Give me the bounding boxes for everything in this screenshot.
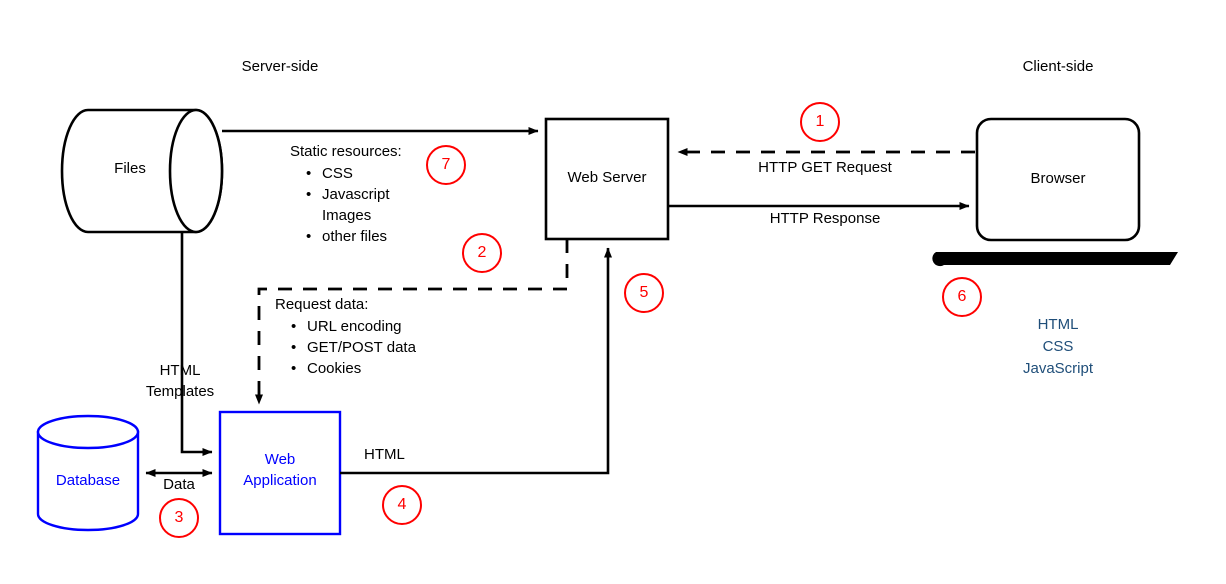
web-application-node-shape[interactable] bbox=[218, 410, 342, 536]
static-resources-item: Javascript bbox=[302, 184, 390, 205]
static-resources-item: other files bbox=[302, 226, 390, 247]
request-data-item: GET/POST data bbox=[287, 337, 416, 358]
edge-label-http-response: HTTP Response bbox=[769, 210, 881, 227]
client-tech-javascript: JavaScript bbox=[1022, 360, 1094, 377]
edge-label-data: Data bbox=[163, 476, 195, 493]
edge-label-html-templates-line1: HTML bbox=[159, 362, 201, 379]
step-marker-3[interactable]: 3 bbox=[159, 498, 199, 538]
edge-label-html: HTML bbox=[364, 446, 405, 463]
database-node-label: Database bbox=[55, 472, 121, 489]
browser-node-label: Browser bbox=[1030, 170, 1086, 187]
step-marker-4[interactable]: 4 bbox=[382, 485, 422, 525]
request-data-list: URL encoding GET/POST data Cookies bbox=[287, 316, 416, 379]
web-server-node-shape[interactable] bbox=[544, 117, 670, 241]
request-data-item: URL encoding bbox=[287, 316, 416, 337]
edge-files-to-web-application-templates bbox=[180, 232, 213, 456]
zone-label-client-side: Client-side bbox=[1022, 58, 1094, 75]
web-application-node-label-line2: Application bbox=[243, 472, 317, 489]
static-resources-list: CSS Javascript Images other files bbox=[302, 163, 390, 247]
step-marker-5[interactable]: 5 bbox=[624, 273, 664, 313]
edge-web-server-to-web-application-request bbox=[255, 239, 569, 405]
zone-label-server-side: Server-side bbox=[241, 58, 319, 75]
static-resources-heading: Static resources: bbox=[290, 143, 402, 160]
step-marker-2[interactable]: 2 bbox=[462, 233, 502, 273]
browser-node-shape[interactable] bbox=[975, 117, 1141, 242]
files-node-label: Files bbox=[114, 160, 146, 177]
edge-label-http-get-request: HTTP GET Request bbox=[758, 159, 892, 176]
web-server-node-label: Web Server bbox=[567, 169, 647, 186]
web-application-node-label-line1: Web bbox=[264, 451, 296, 468]
edge-label-html-templates-line2: Templates bbox=[145, 383, 215, 400]
client-tech-html: HTML bbox=[1037, 316, 1079, 333]
database-node-shape[interactable] bbox=[36, 414, 140, 532]
request-data-item: Cookies bbox=[287, 358, 416, 379]
static-resources-item: Images bbox=[322, 207, 372, 224]
step-marker-1[interactable]: 1 bbox=[800, 102, 840, 142]
static-resources-item: CSS bbox=[302, 163, 390, 184]
files-node-shape[interactable] bbox=[60, 108, 224, 234]
laptop-base-shape bbox=[932, 252, 1178, 267]
step-marker-7[interactable]: 7 bbox=[426, 145, 466, 185]
step-marker-6[interactable]: 6 bbox=[942, 277, 982, 317]
client-tech-css: CSS bbox=[1042, 338, 1074, 355]
request-data-heading: Request data: bbox=[275, 296, 369, 313]
edge-web-application-to-web-server-html bbox=[340, 247, 612, 475]
